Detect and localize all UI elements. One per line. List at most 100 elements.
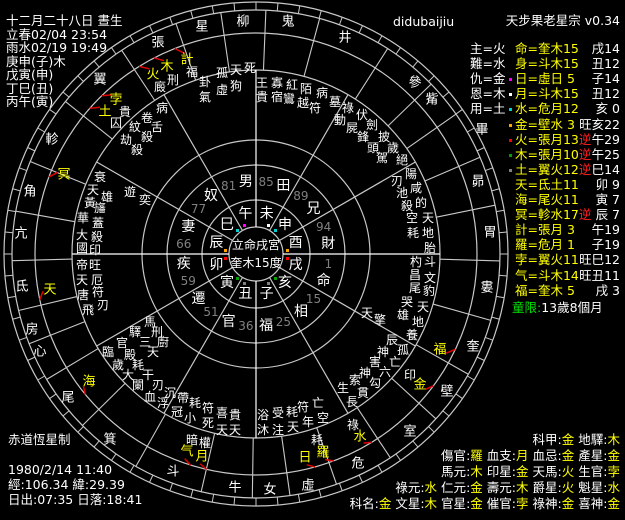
star-god-label: 空: [405, 211, 419, 225]
star-god-label: 歲: [386, 141, 400, 155]
attribute-value: 火: [561, 480, 575, 495]
house-age-label: 36: [238, 319, 254, 334]
attribute-name: 祿神: [532, 496, 558, 511]
mansion-divider: [432, 303, 491, 321]
house-label: 疾: [176, 256, 191, 273]
star-god-label: 唐: [76, 288, 90, 302]
degree-tick: [297, 494, 301, 503]
house-age-label: 59: [180, 274, 196, 289]
house-label: 妻: [181, 218, 196, 235]
user-name: didubaijiu: [393, 14, 455, 29]
app-title: 天步果老星宗 v0.34: [505, 13, 620, 28]
house-age-label: 85: [258, 174, 274, 189]
mansion-divider: [316, 427, 338, 485]
degree-tick: [428, 426, 435, 433]
star-god-label: 福: [185, 65, 199, 79]
degree-tick: [12, 316, 21, 320]
planet-pointer-line: [445, 348, 456, 354]
star-god-label: 黃: [83, 196, 97, 210]
house-label: 奴: [204, 188, 219, 205]
element-relation: 仇=金: [470, 71, 506, 87]
planet-position: 火=張月13: [515, 131, 579, 147]
planet-pointer-line: [48, 171, 58, 178]
earthly-branch-label: 酉: [288, 235, 303, 252]
lunar-mansion-label: 房: [25, 322, 39, 338]
planet-position-row: 計=張月 3: [515, 222, 575, 237]
palace-degree: 旺巳12: [579, 252, 620, 268]
earthly-branch-label: 丑: [238, 285, 253, 302]
degree-tick: [455, 109, 463, 115]
attribute-name: 生官: [578, 464, 604, 479]
attribute-name: 天馬: [532, 464, 558, 479]
planet-color-dot: [509, 153, 512, 157]
star-god-label: 劫: [119, 133, 133, 147]
earthly-branch-label: 申: [277, 217, 292, 233]
star-god-label: 氣: [198, 90, 212, 104]
planet-position: 月=斗木15: [515, 86, 579, 102]
lunar-mansion-label: 尾: [61, 390, 75, 406]
planet-pointer-line: [174, 47, 185, 55]
planet-position: 身=斗木15: [515, 56, 579, 72]
star-god-label: 耗: [188, 396, 202, 410]
palace-degree: 午19: [591, 222, 620, 238]
star-god-label: 哭: [400, 295, 414, 309]
star-god-label: 旺: [88, 258, 102, 272]
palace-degree: 丑12: [591, 56, 620, 72]
star-god-label: 虛: [215, 83, 229, 97]
planet-marker-dot: [243, 224, 247, 228]
star-god-label: 大: [121, 368, 135, 382]
degree-tick: [93, 60, 100, 68]
attribute-name: 科名: [349, 496, 375, 511]
planet-position: 木=張月10: [515, 146, 579, 162]
star-god-label: 歲: [111, 358, 125, 372]
planet-position: 計=張月 3: [515, 222, 575, 238]
planet-color-dot: [509, 168, 512, 172]
planet-label: 日: [298, 450, 312, 466]
sector-divider: [163, 277, 244, 414]
star-god-label: 越: [296, 96, 310, 110]
retrograde-flag: 逆: [578, 161, 592, 177]
mansion-divider: [15, 210, 75, 223]
sector-divider: [96, 161, 233, 242]
sector-divider: [279, 266, 416, 347]
star-god-label: 尾: [408, 281, 422, 295]
lunar-mansion-label: 婁: [480, 280, 494, 296]
star-god-label: 印: [88, 243, 102, 257]
degree-tick: [93, 440, 100, 448]
birth-info-line: 戊寅(申): [6, 67, 54, 82]
lunar-mansion-label: 觜: [425, 92, 439, 108]
star-god-label: 殺: [140, 130, 154, 144]
lunar-mansion-label: 危: [351, 456, 365, 472]
star-god-label: 冠: [170, 405, 184, 419]
planet-label: 月: [195, 449, 209, 465]
star-god-label: 刑: [150, 325, 164, 339]
element-relation: 用=土: [470, 101, 506, 117]
planet-position-row: 月=斗木15: [515, 86, 579, 101]
degree-tick: [412, 60, 419, 68]
element-relation: 主=火: [470, 41, 506, 56]
degree-tick: [496, 295, 505, 299]
palace-degree: 丑12: [591, 86, 620, 102]
star-god-label: 斗: [423, 255, 437, 269]
house-age-label: 25: [275, 314, 291, 329]
house-label: 兄: [306, 201, 321, 218]
degree-tick: [7, 295, 16, 299]
attribute-value: 木: [424, 496, 438, 511]
lunar-mansion-label: 星: [195, 19, 209, 35]
star-god-label: 臨: [101, 345, 115, 359]
star-god-label: 天: [86, 183, 100, 197]
planet-label: 海: [82, 374, 96, 390]
attribute-name: 魁星: [578, 480, 604, 495]
attribute-value: 金: [561, 496, 575, 511]
planet-pointer-line: [138, 65, 150, 70]
planet-label: 天: [43, 282, 57, 298]
planet-pointer-line: [184, 458, 192, 466]
attribute-name: 傷官: [441, 448, 467, 463]
mansion-divider: [46, 348, 99, 380]
star-god-label: 受: [271, 406, 285, 420]
mansion-divider: [303, 18, 321, 77]
star-god-label: 勾: [368, 376, 382, 390]
star-god-label: 池: [395, 186, 409, 200]
house-label: 男: [238, 173, 253, 190]
